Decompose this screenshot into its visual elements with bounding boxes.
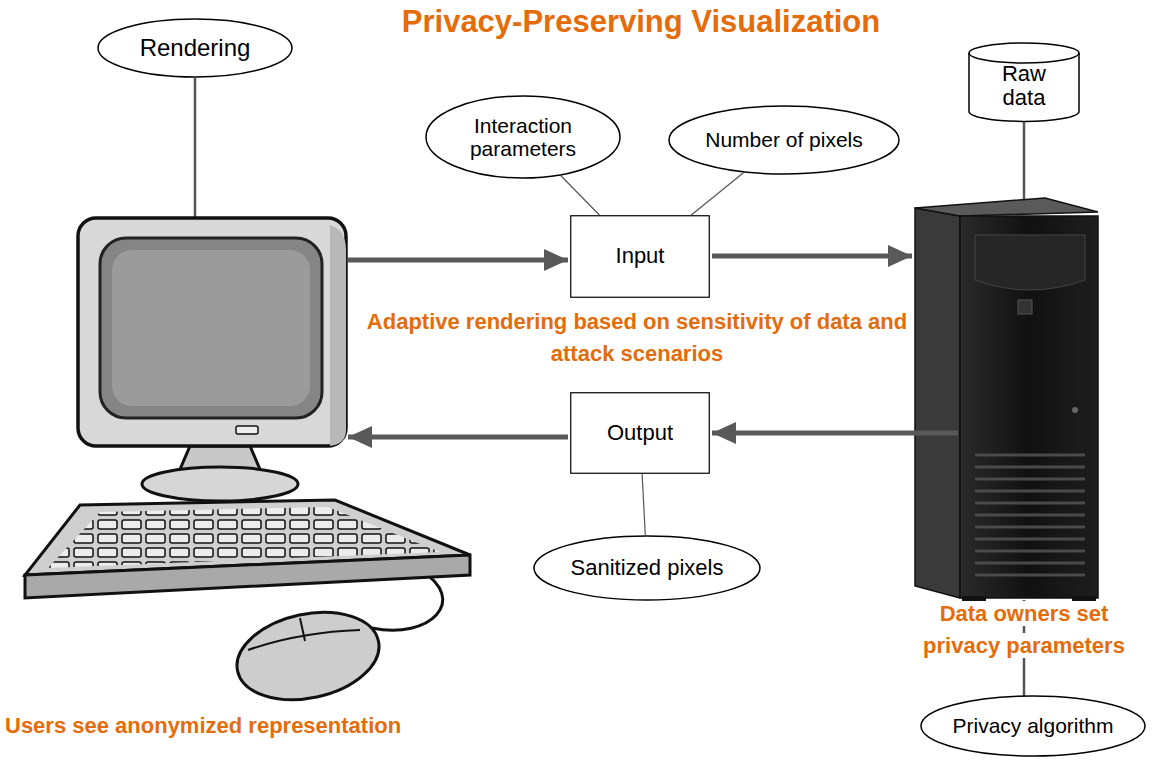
algorithm-ellipse: Privacy algorithm (920, 695, 1146, 757)
drawing-part (915, 198, 1098, 216)
annotation-text: Adaptive rendering based on sensitivity … (357, 306, 917, 370)
server-illustration (915, 198, 1098, 604)
drawing-part (98, 19, 292, 77)
diagram-title: Privacy-Preserving Visualization (402, 4, 880, 40)
node-text-group: Sanitized pixels (571, 556, 724, 580)
output-box: Output (570, 392, 710, 474)
drawing-part (975, 490, 1085, 493)
drawing-part (975, 574, 1085, 577)
drawing-part (960, 216, 1098, 598)
node-text-group: Input (616, 244, 665, 268)
node-label: Number of pixels (705, 128, 863, 151)
node-label: Input (616, 244, 665, 268)
drawing-part (1072, 407, 1078, 413)
output-ellipse: Sanitized pixels (533, 535, 761, 601)
node-label: Interaction parameters (453, 114, 593, 160)
drawing-part (236, 426, 258, 434)
drawing-part (194, 78, 197, 220)
drawing-part (975, 235, 1085, 290)
node-text-group: Rendering (140, 35, 251, 61)
connector-line (691, 173, 743, 215)
rendering-ellipse: Rendering (97, 18, 293, 78)
drawing-part (534, 536, 760, 600)
drawing-part (571, 216, 710, 298)
drawing-part (1018, 300, 1032, 314)
drawing-part (712, 254, 912, 259)
input-box: Input (570, 215, 710, 298)
drawing-part (712, 431, 958, 436)
node-label: Privacy algorithm (952, 714, 1113, 737)
node-label: Output (607, 421, 673, 445)
node-label: Sanitized pixels (571, 556, 724, 580)
parameter-ellipse: Number of pixels (668, 105, 900, 175)
connector-line (642, 474, 645, 535)
node-text-group: Output (607, 421, 673, 445)
drawing-part (330, 225, 346, 446)
drawing-part (300, 618, 305, 641)
computer-illustration (25, 218, 470, 712)
drawing-part (915, 208, 960, 598)
node-text-group: Interaction parameters (453, 114, 593, 160)
drawing-part (975, 502, 1085, 505)
drawing-part (975, 562, 1085, 565)
drawing-part (975, 454, 1085, 457)
drawing-part (975, 455, 1085, 575)
label-patch: Data owners set privacy parameters (920, 601, 1128, 658)
node-text-group: Number of pixels (705, 128, 863, 151)
drawing-part (969, 43, 1079, 121)
drawing-part (669, 106, 899, 174)
annotation-text: Users see anonymized representation (5, 710, 565, 742)
drawing-part (348, 435, 568, 440)
drawing-part (975, 466, 1085, 469)
drawing-part (975, 526, 1085, 529)
node-text-group: Raw data (989, 62, 1059, 110)
drawing-part (100, 238, 322, 418)
drawing-part (112, 250, 310, 406)
drawing-part (348, 258, 568, 263)
node-label: Raw data (989, 62, 1059, 110)
node-label: Rendering (140, 35, 251, 61)
data-cylinder: Raw data (968, 43, 1080, 121)
annotation-text: Data owners set privacy parameters (900, 598, 1148, 662)
drawing-part (975, 550, 1085, 553)
parameter-ellipse: Interaction parameters (425, 95, 621, 179)
drawing-part (1023, 119, 1026, 206)
drawing-part (975, 538, 1085, 541)
drawing-part (78, 218, 346, 446)
connector-line (561, 176, 599, 215)
drawing-part (229, 600, 387, 712)
drawing-part (571, 393, 710, 474)
drawing-part (975, 514, 1085, 517)
drawing-part (142, 467, 298, 501)
drawing-part (426, 96, 620, 178)
drawing-part (48, 507, 440, 568)
node-text-group: Privacy algorithm (952, 714, 1113, 737)
drawing-part (921, 696, 1145, 756)
drawing-part (975, 478, 1085, 481)
